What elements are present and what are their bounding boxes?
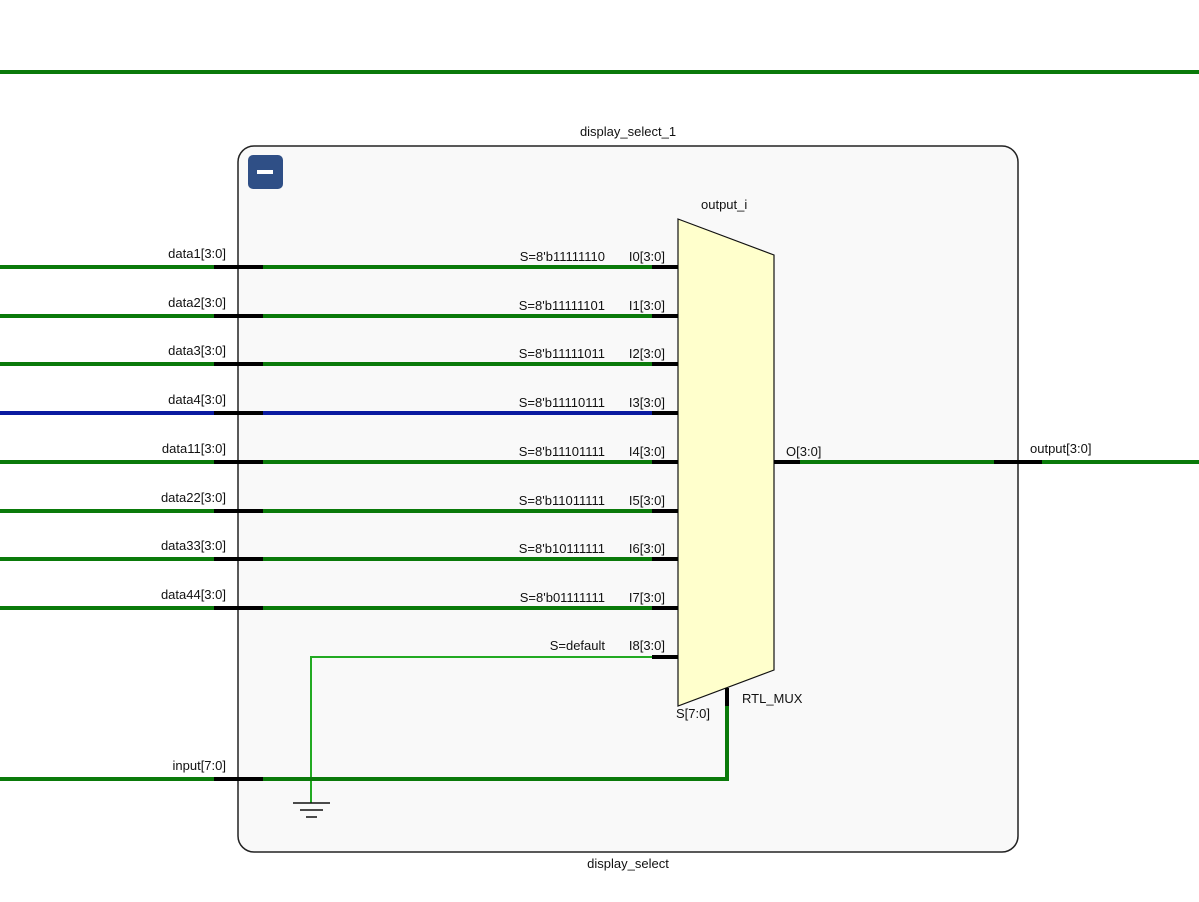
input-port-label: data11[3:0]: [162, 441, 226, 456]
input-port-label: data3[3:0]: [168, 343, 226, 358]
mux-instance-label: output_i: [701, 197, 747, 212]
pin-i8-label: I8[3:0]: [629, 638, 665, 653]
default-ground-net[interactable]: [310, 656, 652, 803]
input-port-label: data4[3:0]: [168, 392, 226, 407]
select-condition-label: S=8'b11111110: [520, 249, 605, 264]
ground-icon: [293, 802, 330, 818]
input-port-label: data2[3:0]: [168, 295, 226, 310]
mux-pin-label: I7[3:0]: [629, 590, 665, 605]
mux-pin-label: I6[3:0]: [629, 541, 665, 556]
collapse-button[interactable]: [248, 155, 283, 189]
select-condition-label: S=8'b11110111: [519, 395, 605, 410]
minus-icon: [257, 170, 273, 174]
mux-pin-label: I4[3:0]: [629, 444, 665, 459]
mux-select-pin-label: S[7:0]: [676, 706, 710, 721]
select-condition-label: S=8'b11101111: [519, 444, 605, 459]
mux-pin-label: I2[3:0]: [629, 346, 665, 361]
block-module-label: display_select: [587, 856, 669, 871]
input-port-label: data33[3:0]: [161, 538, 226, 553]
mux-output-pin-label: O[3:0]: [786, 444, 821, 459]
default-condition-label: S=default: [550, 638, 606, 653]
mux-cell-type-label: RTL_MUX: [742, 691, 803, 706]
mux-pin-label: I1[3:0]: [629, 298, 665, 313]
select-condition-label: S=8'b11111011: [519, 346, 605, 361]
block-instance-label: display_select_1: [580, 124, 676, 139]
select-condition-label: S=8'b11111101: [519, 298, 605, 313]
input-port-label: data44[3:0]: [161, 587, 226, 602]
select-internal-net[interactable]: [263, 706, 729, 781]
select-port-label: input[7:0]: [173, 758, 227, 773]
mux-body[interactable]: [677, 218, 775, 707]
select-condition-label: S=8'b10111111: [519, 541, 605, 556]
hier-block-display-select[interactable]: [237, 145, 1019, 853]
mux-input-rows: data1[3:0] S=8'b11111110 I0[3:0] data2[3:0]…: [0, 246, 678, 610]
output-port-label: output[3:0]: [1030, 441, 1091, 456]
mux-pin-label: I0[3:0]: [629, 249, 665, 264]
input-port-label: data1[3:0]: [168, 246, 226, 261]
mux-pin-label: I5[3:0]: [629, 493, 665, 508]
select-condition-label: S=8'b11011111: [519, 493, 605, 508]
mux-pin-label: I3[3:0]: [629, 395, 665, 410]
select-condition-label: S=8'b01111111: [520, 590, 605, 605]
input-port-label: data22[3:0]: [161, 490, 226, 505]
